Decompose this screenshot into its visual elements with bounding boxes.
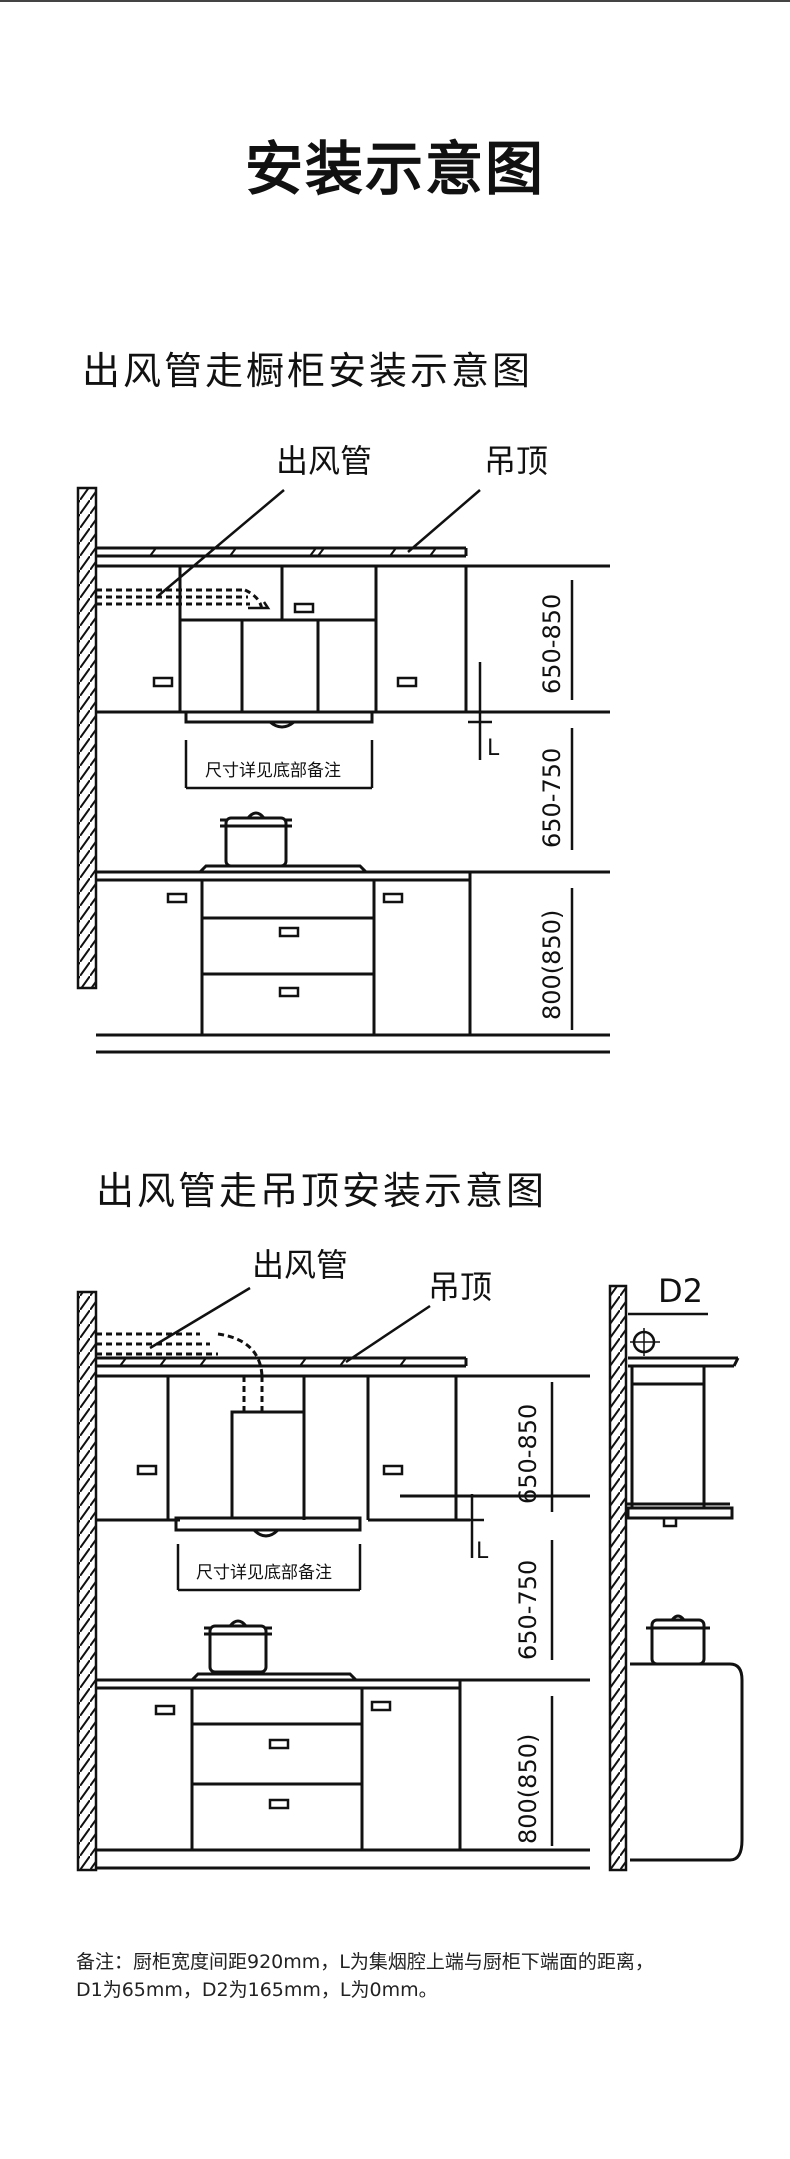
dimension-upper: 650-850 — [514, 1404, 542, 1504]
base-cabinets — [96, 880, 610, 1054]
cooking-pot — [204, 1619, 272, 1674]
countertop — [96, 864, 610, 882]
page-title: 安装示意图 — [244, 135, 545, 203]
section1-title: 出风管走橱柜安装示意图 — [82, 349, 534, 393]
top-border-line — [0, 0, 790, 2]
range-hood — [184, 618, 374, 729]
base-cabinets — [96, 1688, 590, 1870]
exhaust-duct — [96, 1332, 264, 1412]
leader-lines — [157, 489, 481, 597]
footnote-line-1: 备注：厨柜宽度间距920mm，L为集烟腔上端与厨柜下端面的距离， — [76, 1951, 654, 1973]
duct-label: 出风管 — [276, 442, 372, 480]
footnote-line-2: D1为65mm，D2为165mm，L为0mm。 — [76, 1979, 438, 2001]
dimension-lower: 800(850) — [538, 910, 566, 1020]
wall-cabinets — [96, 564, 610, 714]
l-label: L — [476, 1539, 489, 1564]
size-note-bracket — [176, 1544, 362, 1592]
wall — [76, 486, 98, 990]
l-dimension — [460, 1494, 484, 1558]
cooking-pot — [220, 811, 292, 868]
countertop — [96, 1672, 590, 1690]
duct-outlet — [248, 601, 271, 610]
dimension-middle: 650-750 — [538, 748, 566, 848]
size-note-label: 尺寸详见底部备注 — [196, 1563, 332, 1583]
dimension-upper: 650-850 — [538, 594, 566, 694]
leader-lines — [149, 1286, 431, 1364]
side-view — [608, 1284, 744, 1872]
size-note-bracket — [184, 740, 374, 790]
ceiling-board — [96, 546, 468, 558]
ceiling-board — [96, 1356, 468, 1368]
cabinet-duct-diagram: 尺寸详见底部备注 L 650-8 — [76, 442, 610, 1054]
dimension-lower: 800(850) — [514, 1734, 542, 1844]
size-note-label: 尺寸详见底部备注 — [205, 761, 341, 781]
dimension-middle: 650-750 — [514, 1560, 542, 1660]
footnote: 备注：厨柜宽度间距920mm，L为集烟腔上端与厨柜下端面的距离， D1为65mm… — [76, 1948, 756, 2004]
exhaust-duct — [96, 588, 264, 613]
range-hood — [174, 1410, 362, 1538]
wall — [76, 1290, 98, 1872]
section2-title: 出风管走吊顶安装示意图 — [96, 1169, 548, 1213]
l-dimension — [468, 662, 492, 760]
wall-cabinets — [96, 1374, 590, 1522]
l-label: L — [487, 736, 500, 761]
ceiling-duct-diagram: L 尺寸详见底部备注 650-8 — [76, 1246, 744, 1872]
d2-label: D2 — [658, 1272, 703, 1310]
duct-label: 出风管 — [252, 1246, 348, 1284]
ceiling-label: 吊顶 — [428, 1268, 492, 1306]
ceiling-label: 吊顶 — [484, 442, 548, 480]
